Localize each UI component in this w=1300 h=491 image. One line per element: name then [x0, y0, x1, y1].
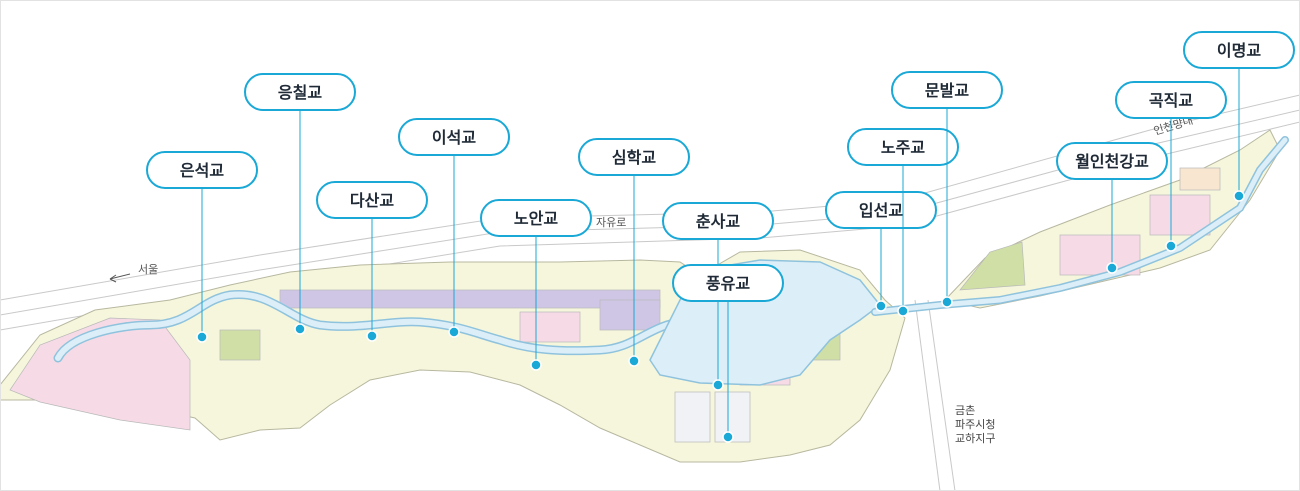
bridge-name: 입선교: [859, 201, 903, 220]
bridge-name: 심학교: [612, 148, 656, 167]
bridge-name: 춘사교: [696, 212, 740, 231]
destination-gyoha: 교하지구: [955, 431, 995, 445]
bridge-name: 노안교: [514, 209, 558, 228]
destination-paju-cityhall: 파주시청: [955, 418, 995, 431]
bridge-name: 이석교: [432, 128, 476, 147]
bridge-name: 응칠교: [278, 83, 322, 102]
bridge-dot[interactable]: [1166, 241, 1176, 251]
bridge-dot[interactable]: [876, 301, 886, 311]
bridge-dot[interactable]: [898, 306, 908, 316]
bridge-dot[interactable]: [367, 331, 377, 341]
bridge-name: 곡직교: [1149, 91, 1193, 110]
bridge-dot[interactable]: [295, 324, 305, 334]
destination-geumchon: 금촌: [955, 404, 975, 417]
bridge-dot[interactable]: [449, 327, 459, 337]
bridge-dot[interactable]: [197, 332, 207, 342]
bridge-name: 풍유교: [706, 274, 750, 293]
destination-labels: 금촌 파주시청 교하지구: [955, 404, 995, 445]
bridge-name: 은석교: [180, 161, 224, 180]
jayuro-label: 자유로: [596, 216, 626, 229]
bridge-dot[interactable]: [723, 432, 733, 442]
seoul-direction: 서울: [110, 263, 158, 282]
bridge-name: 월인천강교: [1075, 152, 1149, 171]
seoul-label: 서울: [138, 263, 158, 276]
bridge-dot[interactable]: [629, 356, 639, 366]
bridge-name: 다산교: [350, 191, 394, 210]
bridge-dot[interactable]: [713, 380, 723, 390]
bridge-dot[interactable]: [531, 360, 541, 370]
bridge-dot[interactable]: [1107, 263, 1117, 273]
bridge-name: 노주교: [881, 138, 925, 157]
bridge-dot[interactable]: [1234, 191, 1244, 201]
bridge-name: 문발교: [925, 81, 969, 100]
bridge-dot[interactable]: [942, 297, 952, 307]
bridge-name: 이명교: [1217, 41, 1261, 60]
